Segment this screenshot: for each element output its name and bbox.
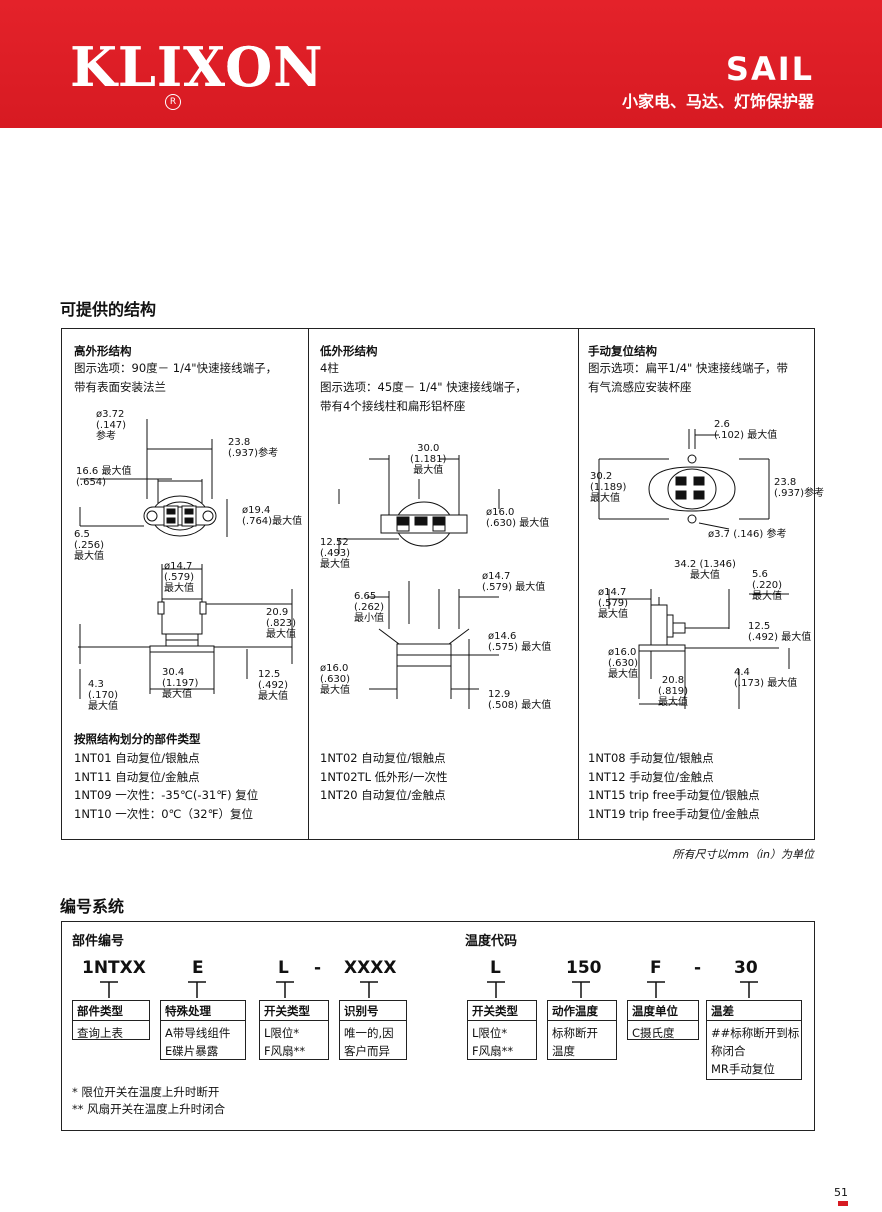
page-marker <box>838 1201 848 1206</box>
part-number-label: 部件编号 <box>72 934 125 949</box>
brand-name: SAIL <box>725 50 814 88</box>
col3-desc: 图示选项：扁平1/4" 快速接线端子，带 有气流感应安装杯座 <box>588 361 788 394</box>
code-special: E <box>192 958 204 978</box>
dim-label: ø16.0 (.630) 最大值 <box>608 647 639 680</box>
col1-parts: 1NT01 自动复位/银触点 1NT11 自动复位/金触点 1NT09 一次性：… <box>74 749 258 823</box>
list-item: 1NT10 一次性：0℃（32℉）复位 <box>74 806 254 821</box>
code-dash: - <box>314 958 322 978</box>
code-diff: 30 <box>734 958 758 978</box>
col2-title: 低外形结构 <box>320 344 378 358</box>
dim-label: 4.3 (.170) 最大值 <box>88 679 119 712</box>
klixon-logo: KLIXON <box>70 35 324 99</box>
dim-label: 2.6 (.102) 最大值 <box>714 419 778 441</box>
dim-label: 16.6 最大值 (.654) <box>76 466 132 488</box>
code-box: 开关类型 L限位*F风扇** <box>259 1000 329 1060</box>
dim-label: 4.4 (.173) 最大值 <box>734 667 798 689</box>
list-item: 1NT20 自动复位/金触点 <box>320 788 446 802</box>
dim-label: 20.9 (.823) 最大值 <box>266 607 297 640</box>
dim-label: 30.4 (1.197) 最大值 <box>162 667 199 700</box>
column-divider <box>578 329 579 839</box>
page-number: 51 <box>834 1186 848 1199</box>
list-item: 1NT02TL 低外形/一次性 <box>320 769 448 784</box>
temp-code-label: 温度代码 <box>465 934 518 949</box>
list-item: 1NT02 自动复位/银触点 <box>320 751 446 765</box>
list-item: 1NT15 trip free手动复位/银触点 <box>588 788 760 802</box>
dim-label: ø16.0 (.630) 最大值 <box>486 507 550 529</box>
dim-label: ø3.7 (.146) 参考 <box>708 529 787 540</box>
col2-diagram <box>338 455 500 709</box>
code-box: 识别号 唯一的,因客户而异 <box>339 1000 407 1060</box>
code-box: 开关类型 L限位*F风扇** <box>467 1000 537 1060</box>
units-note: 所有尺寸以mm（in）为单位 <box>672 848 814 861</box>
registered-mark: R <box>165 94 181 110</box>
dim-label: 30.0 (1.181) 最大值 <box>410 443 447 476</box>
dim-label: 23.8 (.937)参考 <box>774 477 825 499</box>
col1-desc: 图示选项：90度－ 1/4"快速接线端子， 带有表面安装法兰 <box>74 361 278 394</box>
dim-label: ø14.7 (.579) 最大值 <box>164 561 195 594</box>
dim-label: ø19.4 (.764)最大值 <box>242 505 303 527</box>
dim-label: 12.52 (.493) 最大值 <box>320 537 351 570</box>
list-item: 1NT08 手动复位/银触点 <box>588 751 714 765</box>
col2-desc: 4柱 图示选项：45度－ 1/4" 快速接线端子， 带有4个接线柱和扁形铝杯座 <box>320 361 527 413</box>
list-item: 1NT09 一次性：-35℃(-31℉) 复位 <box>74 788 259 802</box>
dim-label: 23.8 (.937)参考 <box>228 437 279 459</box>
code-part-type: 1NTXX <box>82 958 146 978</box>
structures-table: 高外形结构 图示选项：90度－ 1/4"快速接线端子， 带有表面安装法兰 <box>61 328 824 840</box>
code-temp-unit: F <box>650 958 662 978</box>
col3-diagram <box>598 429 790 709</box>
footnotes: * 限位开关在温度上升时断开 ** 风扇开关在温度上升时闭合 <box>72 1085 226 1116</box>
dim-label: 5.6 (.220) 最大值 <box>752 569 783 602</box>
code-id: XXXX <box>344 958 397 978</box>
col3-parts: 1NT08 手动复位/银触点 1NT12 手动复位/金触点 1NT15 trip… <box>588 749 760 823</box>
parts-title: 按照结构划分的部件类型 <box>74 732 201 746</box>
numbering-box: 部件编号 温度代码 1NTXX E L - XXXX L 150 F - 30 … <box>61 921 815 1131</box>
dim-label: ø14.7 (.579) 最大值 <box>482 571 546 593</box>
dim-label: 12.9 (.508) 最大值 <box>488 689 552 711</box>
dim-label: 34.2 (1.346) 最大值 <box>674 559 736 581</box>
structures-title: 可提供的结构 <box>60 300 157 319</box>
code-box: 温度单位 C摄氏度 <box>627 1000 699 1040</box>
list-item: 1NT11 自动复位/金触点 <box>74 769 200 784</box>
code-switch: L <box>278 958 289 978</box>
dim-label: 6.65 (.262) 最小值 <box>354 591 385 624</box>
code-temp-switch: L <box>490 958 501 978</box>
dim-label: 12.5 (.492) 最大值 <box>258 669 289 702</box>
code-box: 部件类型 查询上表 <box>72 1000 150 1040</box>
col2-parts: 1NT02 自动复位/银触点 1NT02TL 低外形/一次性 1NT20 自动复… <box>320 749 448 805</box>
column-divider <box>308 329 309 839</box>
list-item: 1NT12 手动复位/金触点 <box>588 769 714 784</box>
header-subtitle: 小家电、马达、灯饰保护器 <box>621 92 814 111</box>
page-header: KLIXON R SAIL 小家电、马达、灯饰保护器 <box>0 0 882 128</box>
dim-label: 12.5 (.492) 最大值 <box>748 621 812 643</box>
code-dash: - <box>694 958 702 978</box>
numbering-title: 编号系统 <box>60 897 125 916</box>
dim-label: ø3.72 (.147) 参考 <box>96 409 127 442</box>
col1-diagram <box>78 419 293 699</box>
list-item: 1NT01 自动复位/银触点 <box>74 751 200 765</box>
dim-label: ø16.0 (.630) 最大值 <box>320 663 351 696</box>
col1-title: 高外形结构 <box>74 344 132 358</box>
dim-label: ø14.6 (.575) 最大值 <box>488 631 552 653</box>
dim-label: 30.2 (1.189) 最大值 <box>590 471 627 504</box>
code-box: 动作温度 标称断开温度 <box>547 1000 617 1060</box>
dim-label: ø14.7 (.579) 最大值 <box>598 587 629 620</box>
code-connectors <box>100 981 758 998</box>
dim-label: 20.8 (.819) 最大值 <box>658 675 689 708</box>
code-temp-value: 150 <box>566 958 602 978</box>
col3-title: 手动复位结构 <box>588 344 657 358</box>
list-item: 1NT19 trip free手动复位/金触点 <box>588 806 760 821</box>
dim-label: 6.5 (.256) 最大值 <box>74 529 105 562</box>
